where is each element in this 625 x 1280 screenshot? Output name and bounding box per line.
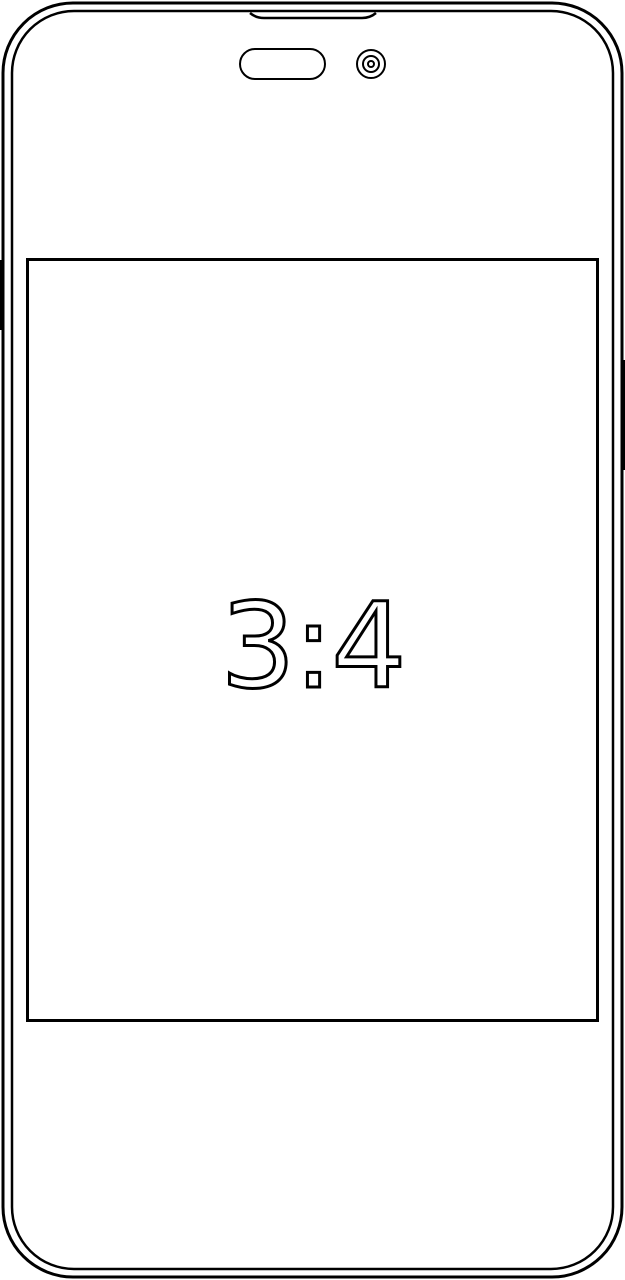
screen-ratio-frame: 3:4 bbox=[26, 258, 599, 1022]
front-camera-icon bbox=[356, 49, 386, 79]
phone-body-inner bbox=[10, 9, 615, 1271]
aspect-ratio-label: 3:4 bbox=[219, 577, 408, 715]
earpiece-speaker-icon bbox=[239, 48, 326, 80]
top-notch bbox=[249, 12, 377, 20]
